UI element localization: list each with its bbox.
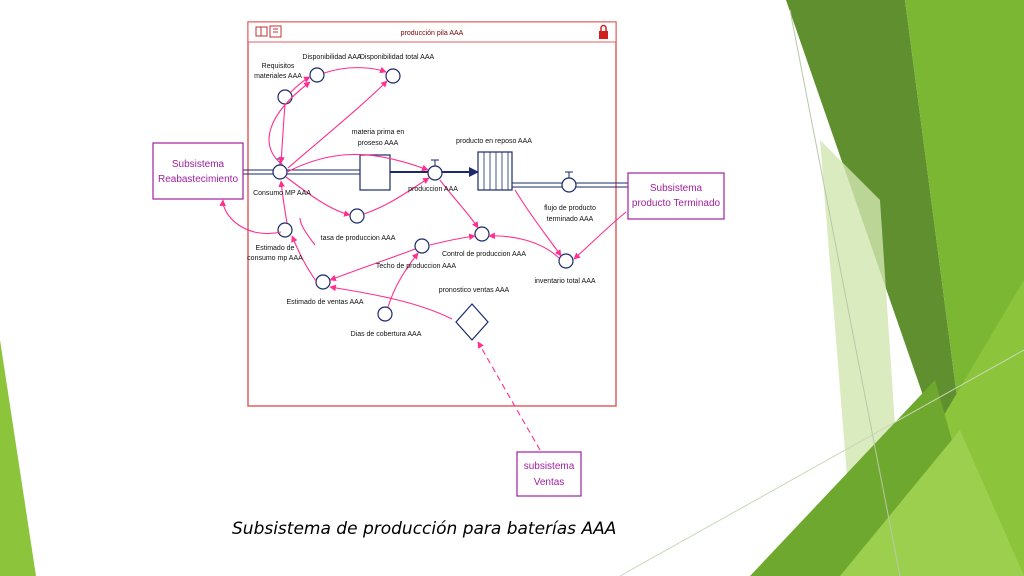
requisitos-converter[interactable] [277, 89, 293, 105]
materia-prima-stock[interactable] [359, 154, 391, 191]
converters [277, 67, 574, 322]
model-titlebar [247, 21, 617, 43]
label-requisitos-2: materiales AAA [254, 73, 302, 80]
connectors [219, 66, 627, 320]
label-producto-reposo: producto en reposo AAA [456, 138, 532, 145]
label-estimado-ventas: Estimado de ventas AAA [286, 299, 363, 306]
label-flujo-2: terminado AAA [547, 216, 594, 223]
ventas-dashed-link [477, 341, 541, 451]
producto-en-reposo-conveyor[interactable] [477, 151, 513, 191]
model-window [247, 21, 617, 407]
slide-caption: Subsistema de producción para baterías A… [232, 519, 617, 539]
map-icon[interactable] [255, 26, 268, 37]
estimado-consumo-converter[interactable] [277, 222, 293, 238]
label-pronostico-ventas: pronostico ventas AAA [439, 287, 510, 294]
subsistema-reabastecimiento-box[interactable] [152, 142, 244, 200]
label-produccion: produccion AAA [408, 186, 458, 193]
ventas-line2: Ventas [534, 477, 565, 488]
control-produccion-converter[interactable] [474, 226, 490, 242]
subsistema-terminado-box[interactable] [627, 172, 725, 220]
ventas-line1: subsistema [524, 461, 575, 472]
green-shape-top-right [905, 0, 1024, 420]
dias-cobertura-converter[interactable] [377, 306, 393, 322]
label-estimado-consumo-2: consumo mp AAA [247, 255, 303, 262]
techo-produccion-converter[interactable] [414, 238, 430, 254]
label-disponibilidad: Disponibilidad AAA [302, 54, 361, 61]
tasa-produccion-converter[interactable] [349, 208, 365, 224]
reabastecimiento-line2: Reabastecimiento [158, 174, 238, 185]
label-consumo-mp: Consumo MP AAA [253, 190, 311, 197]
label-control-produccion: Control de produccion AAA [442, 251, 526, 258]
label-techo-produccion: Techo de produccion AAA [376, 263, 456, 270]
disponibilidad-converter[interactable] [309, 67, 325, 83]
label-estimado-consumo-1: Estimado de [256, 245, 295, 252]
label-inventario-total: inventario total AAA [534, 278, 595, 285]
lock-icon[interactable] [599, 24, 608, 40]
estimado-ventas-converter[interactable] [315, 274, 331, 290]
label-disponibilidad-total: Disponibilidad total AAA [360, 54, 435, 61]
label-tasa-produccion: tasa de produccion AAA [321, 235, 396, 242]
label-requisitos-1: Requisitos [262, 63, 295, 70]
label-flujo-1: flujo de producto [544, 205, 596, 212]
reabastecimiento-line1: Subsistema [172, 159, 225, 170]
label-dias-cobertura: Dias de cobertura AAA [351, 331, 422, 338]
green-shape-bottom-light [840, 430, 1024, 576]
subsistema-ventas-box[interactable] [516, 451, 582, 497]
thin-line-1 [789, 9, 901, 576]
produccion-valve[interactable] [427, 159, 443, 181]
label-materia-prima-2: proseso AAA [358, 140, 399, 147]
green-shape-left [0, 340, 36, 576]
model-window-title: producción pila AAA [401, 30, 464, 37]
pronostico-ventas-diamond[interactable] [455, 303, 489, 341]
flujo-producto-valve[interactable] [561, 171, 577, 193]
thin-line-2 [619, 349, 1024, 576]
model-icon[interactable] [269, 25, 282, 38]
disponibilidad-total-converter[interactable] [385, 68, 401, 84]
terminado-line2: producto Terminado [632, 198, 721, 209]
terminado-line1: Subsistema [650, 183, 703, 194]
inventario-total-converter[interactable] [558, 253, 574, 269]
label-materia-prima-1: materia prima en [352, 129, 405, 136]
